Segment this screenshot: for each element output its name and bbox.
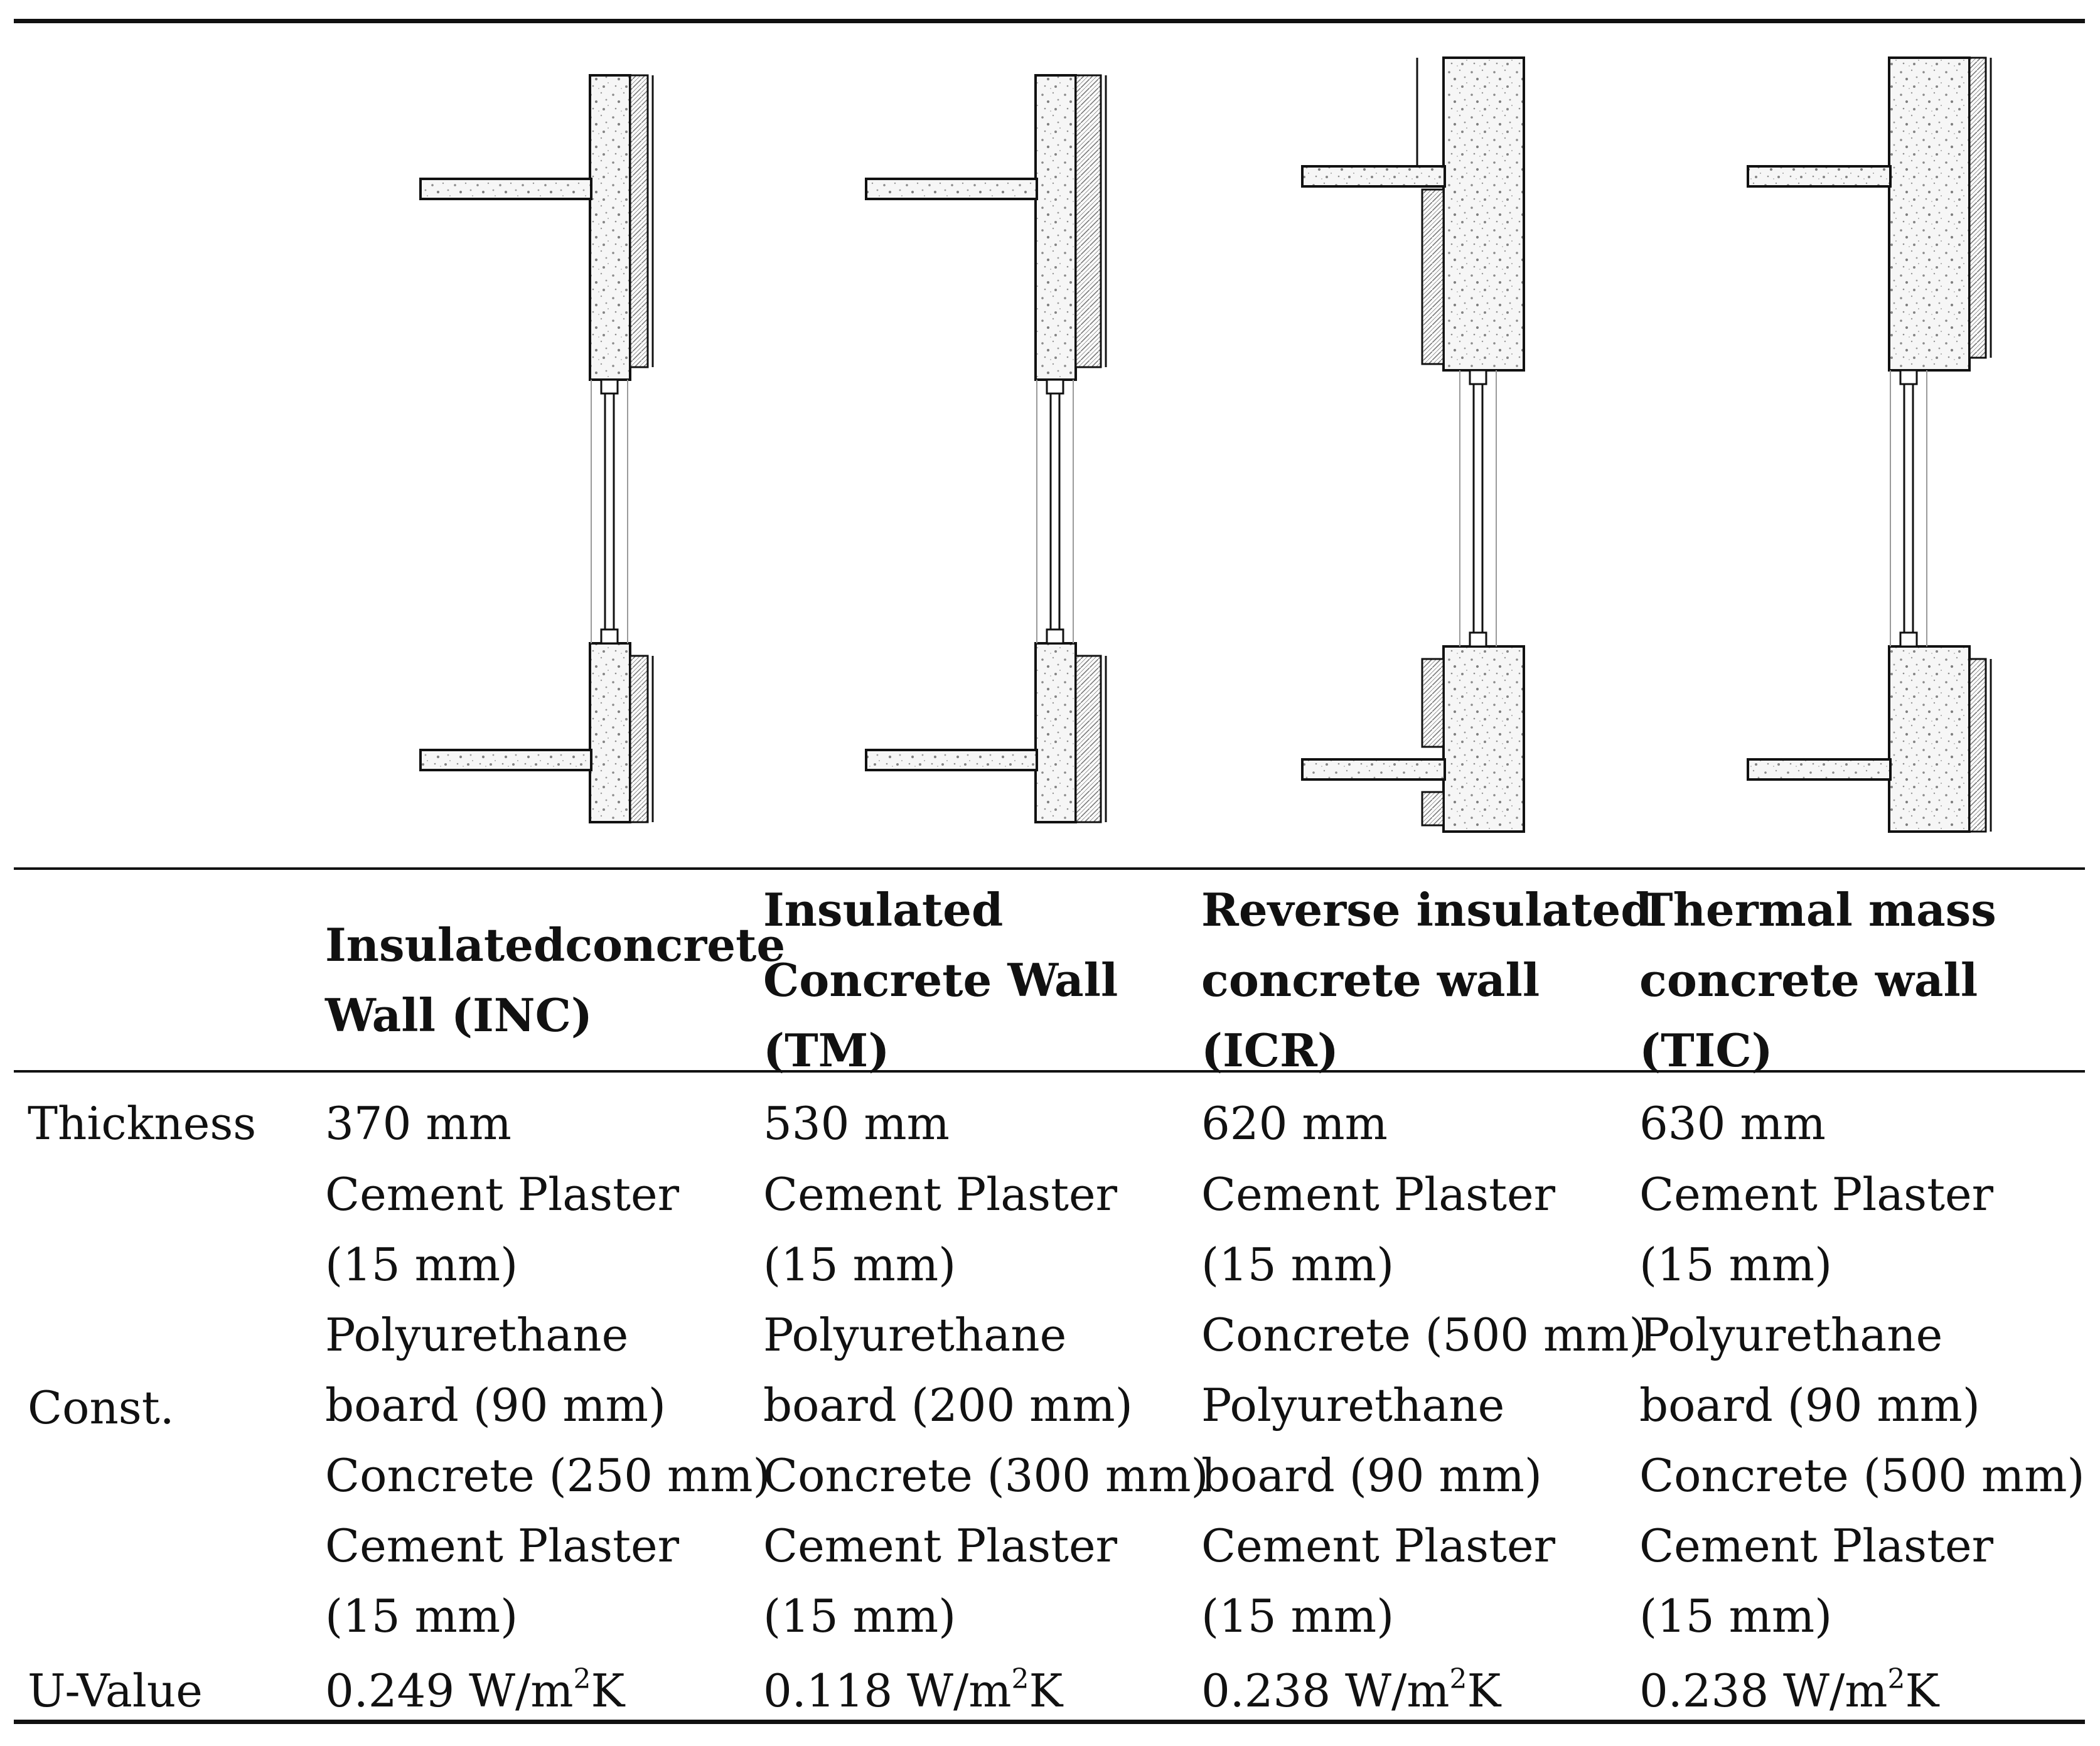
lower-concrete-wall xyxy=(1888,645,1971,833)
window-head-frame xyxy=(1046,378,1064,395)
construction-tic: Cement Plaster (15 mm) Polyurethane boar… xyxy=(1639,1168,2085,1642)
window-head-frame xyxy=(1899,369,1918,385)
window-sill-frame xyxy=(1469,631,1487,648)
insulation-layer-lower xyxy=(1421,658,1445,748)
insulation-layer-upper xyxy=(1968,56,1987,359)
lower-concrete-wall xyxy=(1034,642,1077,823)
insulation-layer-upper xyxy=(1074,74,1102,368)
wall-section-drawings xyxy=(419,56,1992,833)
insulation-layer-base xyxy=(1421,791,1445,827)
upper-concrete-wall xyxy=(1034,74,1077,381)
upper-floor-slab xyxy=(419,178,592,200)
header-inc: Insulatedconcrete Wall (INC) xyxy=(325,918,786,1042)
construction-icr: Cement Plaster (15 mm) Concrete (500 mm)… xyxy=(1201,1168,1647,1642)
table-header-bottom-rule xyxy=(14,1070,2085,1073)
window-sill-frame xyxy=(1046,628,1064,645)
insulation-layer-upper xyxy=(1421,188,1445,365)
insulation-layer-lower xyxy=(629,655,649,823)
header-tic: Thermal mass concrete wall (TIC) xyxy=(1639,883,1996,1077)
insulation-layer-lower xyxy=(1074,655,1102,823)
upper-concrete-wall xyxy=(1442,56,1525,372)
window-glazing xyxy=(1049,392,1061,631)
lower-floor-slab xyxy=(1301,758,1446,781)
wall-section-tm xyxy=(865,74,1107,823)
row-label-construction: Const. xyxy=(28,1381,174,1434)
window-head-frame xyxy=(600,378,619,395)
construction-inc: Cement Plaster (15 mm) Polyurethane boar… xyxy=(325,1168,771,1642)
upper-concrete-wall xyxy=(589,74,631,381)
window-glazing xyxy=(604,392,615,631)
header-tm: Insulated Concrete Wall (TM) xyxy=(763,883,1118,1077)
thickness-inc: 370 mm xyxy=(325,1097,512,1150)
lower-concrete-wall xyxy=(589,642,631,823)
upper-floor-slab xyxy=(865,178,1038,200)
lower-floor-slab xyxy=(1747,758,1892,781)
insulation-layer-lower xyxy=(1968,658,1987,833)
window-head-frame xyxy=(1469,369,1487,385)
u-value-tic: 0.238 W/m2K xyxy=(1639,1663,1939,1717)
row-label-thickness: Thickness xyxy=(28,1097,257,1150)
lower-concrete-wall xyxy=(1442,645,1525,833)
u-value-tm: 0.118 W/m2K xyxy=(763,1663,1063,1717)
window-sill-frame xyxy=(1899,631,1918,648)
table-header-top-rule xyxy=(14,867,2085,870)
upper-floor-slab xyxy=(1301,165,1446,188)
table-top-rule xyxy=(14,19,2085,23)
wall-section-inc xyxy=(419,74,654,823)
header-icr: Reverse insulated concrete wall (ICR) xyxy=(1201,883,1653,1077)
thickness-tic: 630 mm xyxy=(1639,1097,1826,1150)
window-sill-frame xyxy=(600,628,619,645)
u-value-inc: 0.249 W/m2K xyxy=(325,1663,625,1717)
table-bottom-rule xyxy=(14,1720,2085,1724)
thickness-tm: 530 mm xyxy=(763,1097,950,1150)
upper-concrete-wall xyxy=(1888,56,1971,372)
construction-tm: Cement Plaster (15 mm) Polyurethane boar… xyxy=(763,1168,1209,1642)
lower-floor-slab xyxy=(865,749,1038,771)
wall-section-icr xyxy=(1301,56,1525,833)
window-glazing xyxy=(1903,383,1914,634)
wall-section-tic xyxy=(1747,56,1992,833)
upper-floor-slab xyxy=(1747,165,1892,188)
thickness-icr: 620 mm xyxy=(1201,1097,1388,1150)
window-glazing xyxy=(1472,383,1484,634)
insulation-layer-upper xyxy=(629,74,649,368)
lower-floor-slab xyxy=(419,749,592,771)
u-value-icr: 0.238 W/m2K xyxy=(1201,1663,1501,1717)
row-label-u-value: U-Value xyxy=(28,1664,203,1717)
